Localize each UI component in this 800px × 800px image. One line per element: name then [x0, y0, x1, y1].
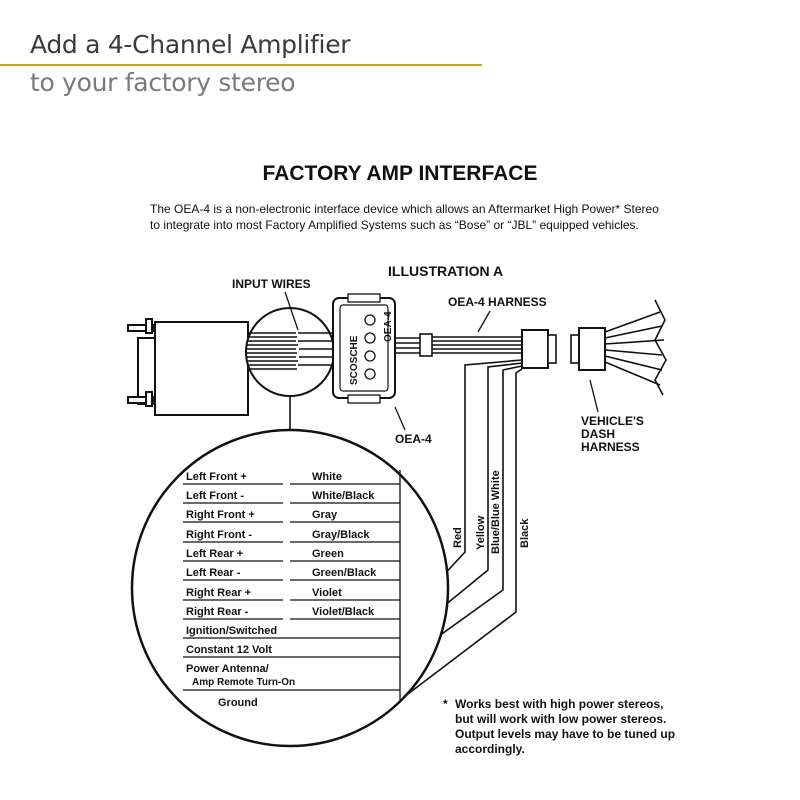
harness-wire-black: Black	[519, 518, 531, 548]
page-subtitle: to your factory stereo	[30, 68, 296, 97]
stereo-unit	[127, 318, 249, 416]
page-title: Add a 4-Channel Amplifier	[30, 30, 351, 59]
diagram-title: FACTORY AMP INTERFACE	[262, 162, 538, 185]
footnote-marker: *	[443, 697, 448, 711]
table-row-color: White	[312, 471, 342, 483]
table-row-color: Green/Black	[312, 567, 377, 579]
vehicle-harness-label-3: HARNESS	[581, 440, 640, 454]
table-row-function: Right Rear -	[186, 606, 249, 618]
table-row-function: Ignition/Switched	[186, 625, 277, 637]
footnote: * Works best with high power stereos, bu…	[443, 697, 683, 757]
device-brand: SCOSCHE	[349, 335, 360, 385]
title-divider	[0, 64, 482, 66]
table-row-color: Gray	[312, 509, 338, 521]
table-row-color: White/Black	[312, 490, 375, 502]
input-wires-label: INPUT WIRES	[232, 277, 311, 291]
table-row-color: Violet	[312, 587, 342, 599]
table-row-function: Right Front +	[186, 509, 255, 521]
table-row-function: Constant 12 Volt	[186, 644, 272, 656]
harness-wire-yellow: Yellow	[475, 515, 487, 550]
table-row-color: Gray/Black	[312, 529, 370, 541]
table-row-function: Left Rear +	[186, 548, 243, 560]
table-row-function: Left Front +	[186, 471, 247, 483]
table-row-function: Right Front -	[186, 529, 252, 541]
vehicle-harness-label-1: VEHICLE'S	[581, 414, 644, 428]
device-model: OEA-4	[383, 311, 394, 342]
table-row-function: Right Rear +	[186, 587, 251, 599]
wire-table-zoom: Left Front + White Left Front - White/Bl…	[130, 428, 450, 748]
table-row-function: Ground	[218, 697, 258, 709]
diagram-description: The OEA-4 is a non-electronic interface …	[150, 202, 659, 232]
harness-wire-red: Red	[452, 527, 464, 548]
power-wires	[399, 359, 523, 701]
table-row-color: Green	[312, 548, 344, 560]
input-wires-zoom	[245, 307, 335, 430]
table-row-function: Left Front -	[186, 490, 244, 502]
vehicle-dash-harness	[570, 299, 667, 396]
illustration-label: ILLUSTRATION A	[388, 263, 503, 279]
oea4-harness	[395, 329, 557, 369]
table-row-function: Amp Remote Turn-On	[192, 677, 295, 688]
harness-label: OEA-4 HARNESS	[448, 295, 547, 309]
table-row-color: Violet/Black	[312, 606, 375, 618]
table-row-function: Power Antenna/	[186, 663, 269, 675]
vehicle-harness-label-2: DASH	[581, 427, 615, 441]
harness-wire-blue-white: Blue/Blue White	[490, 470, 502, 554]
table-row-function: Left Rear -	[186, 567, 241, 579]
device-label: OEA-4	[395, 432, 432, 446]
footnote-text: Works best with high power stereos, but …	[455, 697, 676, 756]
oea4-device: SCOSCHE OEA-4	[332, 293, 396, 404]
